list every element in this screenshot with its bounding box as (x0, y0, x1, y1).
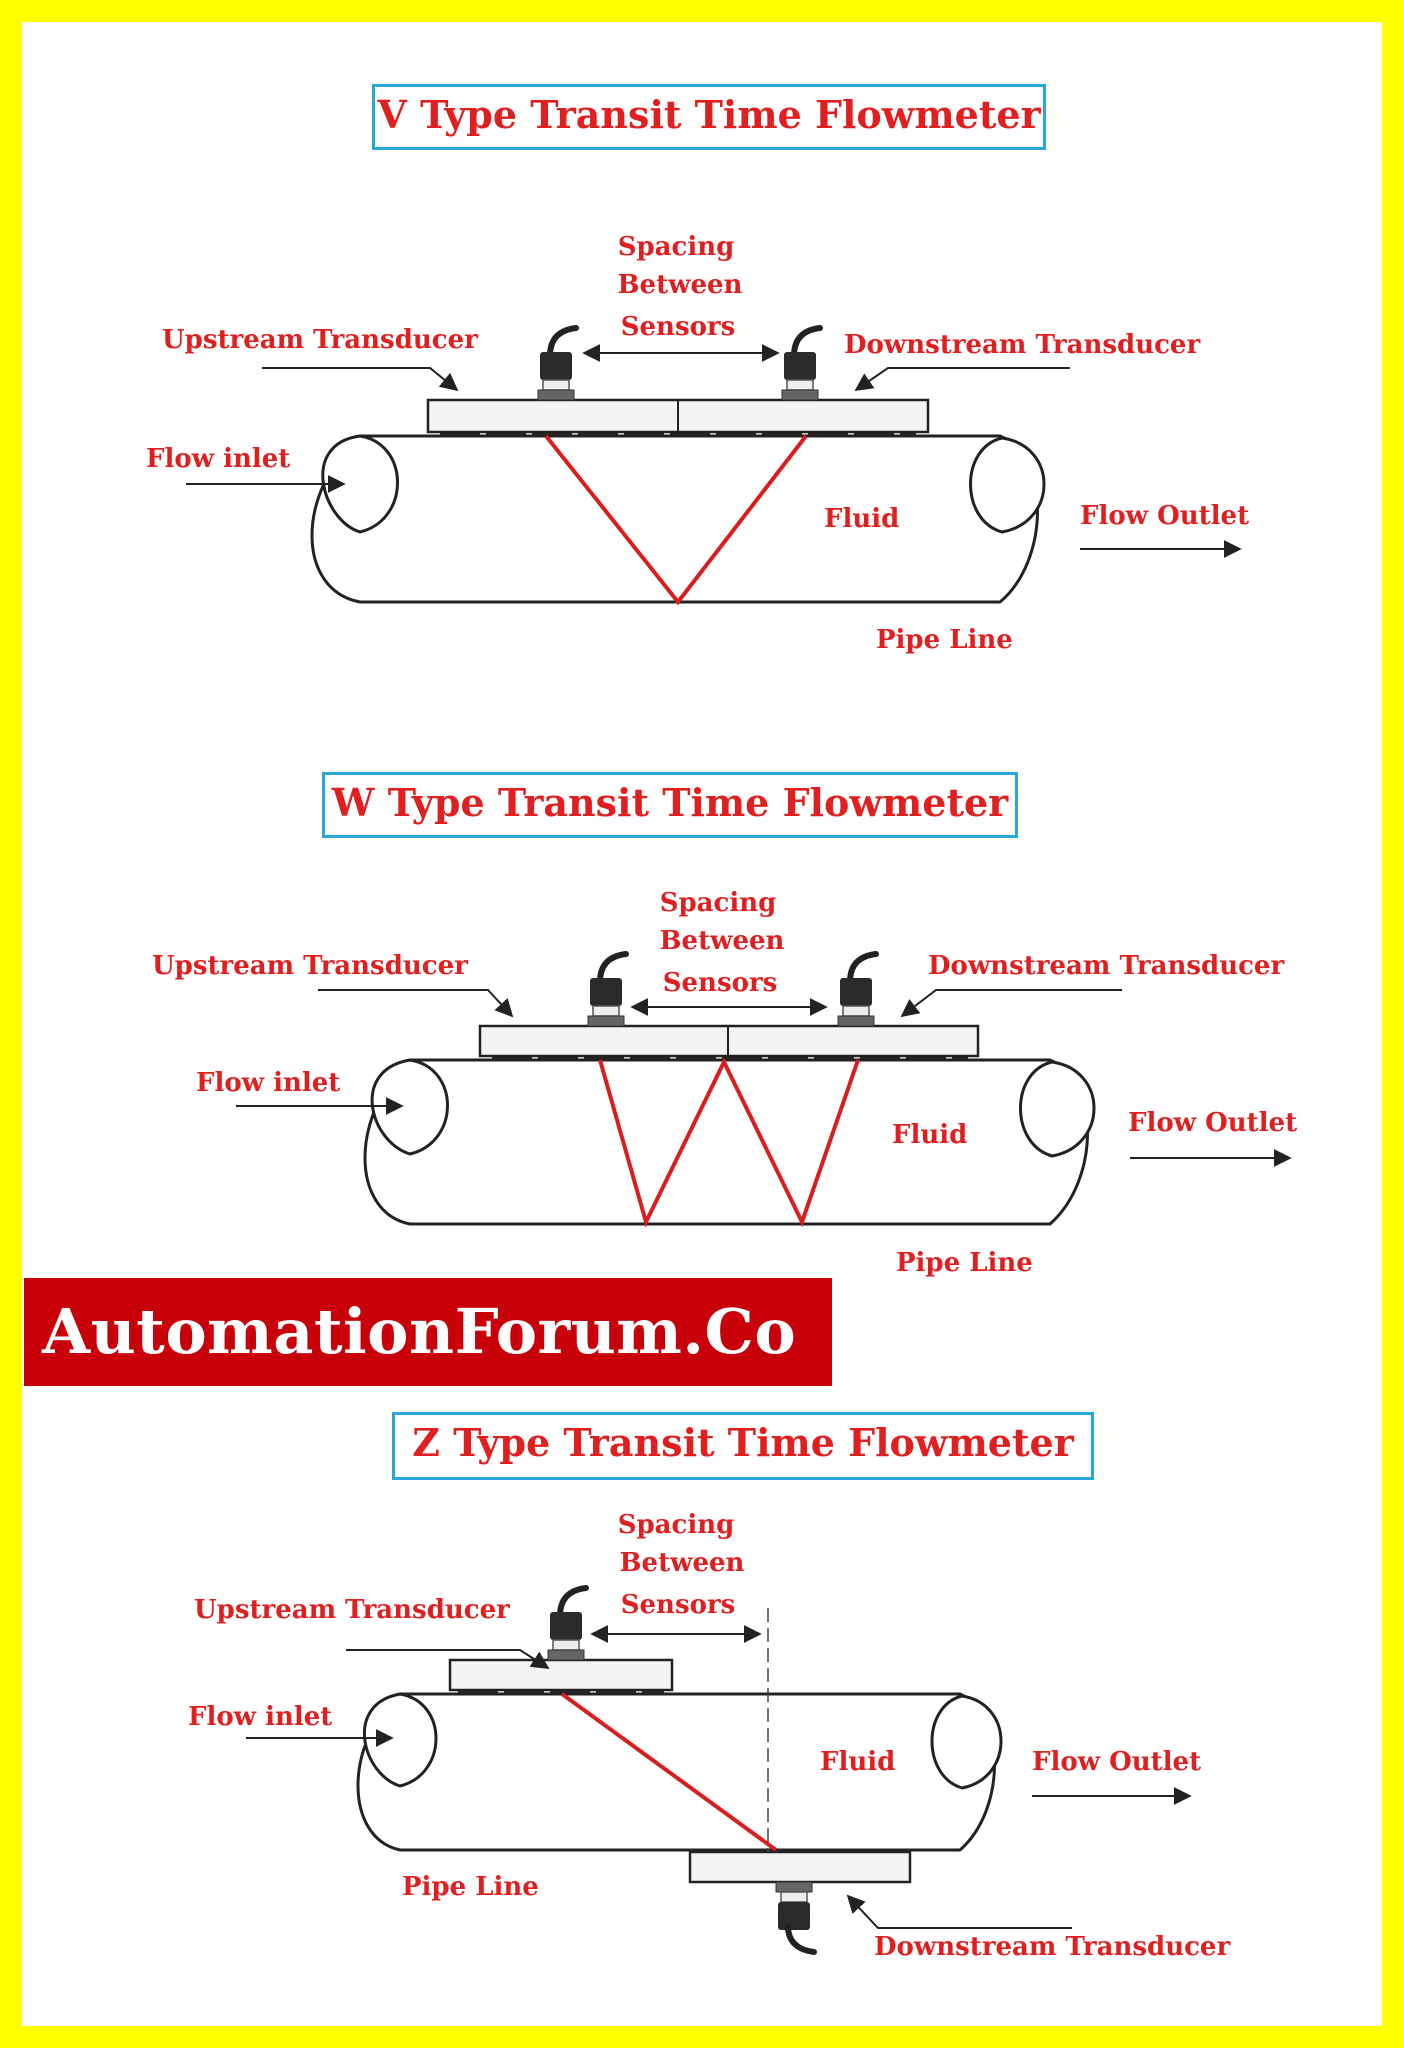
w-type-title: W Type Transit Time Flowmeter (322, 772, 1018, 838)
z-spacing-line-1: Spacing (617, 1510, 735, 1540)
z-type-diagram (246, 1588, 1192, 1952)
v-upstream-leader (262, 367, 459, 392)
z-upstream-leader (346, 1649, 550, 1669)
z-type-title: Z Type Transit Time Flowmeter (392, 1412, 1094, 1480)
v-pipe-body (310, 434, 1039, 604)
z-pipe-inlet-end (363, 1692, 438, 1788)
w-spacing-line-2: Between (659, 926, 785, 956)
w-pipe-body (363, 1058, 1089, 1226)
z-pipe-label: Pipe Line (402, 1872, 539, 1902)
v-type-title: V Type Transit Time Flowmeter (372, 84, 1046, 150)
z-fluid-label: Fluid (820, 1747, 896, 1777)
w-pipe-inlet-end (370, 1058, 449, 1156)
z-upper-mount-plate (448, 1658, 674, 1692)
v-inlet-label: Flow inlet (146, 444, 291, 474)
brand-banner: AutomationForum.Co (24, 1278, 832, 1386)
z-downstream-label: Downstream Transducer (874, 1932, 1231, 1962)
z-inlet-label: Flow inlet (188, 1702, 333, 1732)
w-upstream-leader (318, 989, 514, 1018)
z-downstream-leader (846, 1894, 1072, 1929)
w-pipe-outlet-end (1019, 1060, 1096, 1158)
v-spacing-line-1: Spacing (617, 232, 735, 262)
z-lower-mount-plate (688, 1850, 912, 1884)
v-beam-path (544, 434, 808, 606)
v-spacing-line-3: Sensors (620, 312, 736, 342)
w-outlet-label: Flow Outlet (1128, 1108, 1298, 1138)
w-downstream-label: Downstream Transducer (928, 951, 1285, 981)
w-spacing-line-3: Sensors (662, 968, 778, 998)
z-downstream-sensor (776, 1882, 814, 1952)
w-type-diagram (236, 954, 1292, 1228)
v-type-diagram (186, 328, 1242, 606)
z-upstream-sensor (548, 1588, 586, 1660)
v-downstream-label: Downstream Transducer (844, 330, 1201, 360)
v-upstream-sensor (538, 328, 576, 400)
z-spacing-line-3: Sensors (620, 1590, 736, 1620)
v-outlet-label: Flow Outlet (1080, 501, 1250, 531)
v-upstream-label: Upstream Transducer (162, 325, 478, 355)
z-upstream-label: Upstream Transducer (194, 1595, 510, 1625)
z-beam-path (560, 1692, 778, 1852)
w-upstream-sensor (588, 954, 626, 1026)
v-downstream-sensor (782, 328, 820, 400)
v-pipe-outlet-end (969, 436, 1046, 534)
w-downstream-sensor (838, 954, 876, 1026)
v-downstream-leader (854, 367, 1070, 392)
w-fluid-label: Fluid (892, 1120, 968, 1150)
v-pipe-inlet-end (321, 434, 399, 534)
w-inlet-label: Flow inlet (196, 1068, 341, 1098)
w-beam-path (598, 1057, 860, 1228)
v-fluid-label: Fluid (824, 504, 900, 534)
w-downstream-leader (900, 989, 1122, 1018)
z-spacing-line-2: Between (619, 1548, 745, 1578)
w-upstream-label: Upstream Transducer (152, 951, 468, 981)
v-spacing-line-2: Between (617, 270, 743, 300)
w-pipe-label: Pipe Line (896, 1248, 1033, 1278)
z-pipe-outlet-end (930, 1694, 1003, 1790)
v-pipe-label: Pipe Line (876, 625, 1013, 655)
z-pipe-body (356, 1692, 996, 1852)
w-spacing-line-1: Spacing (659, 888, 777, 918)
z-outlet-label: Flow Outlet (1032, 1747, 1202, 1777)
